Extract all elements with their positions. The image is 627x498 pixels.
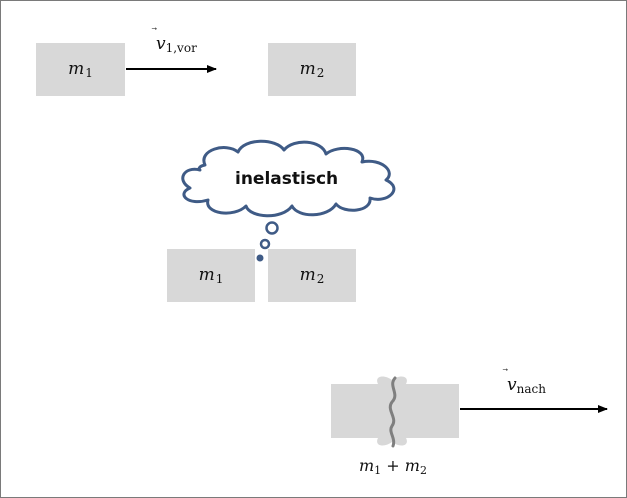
- velocity-label-before: ⃗v1,vor: [156, 34, 197, 55]
- mass-label-1-collision: m1: [198, 265, 224, 286]
- thought-cloud: [181, 139, 396, 218]
- seam-line: [388, 376, 397, 448]
- mass-block-2-collision: m2: [268, 249, 356, 302]
- mass-block-2-before: m2: [268, 43, 356, 96]
- thought-bubble-small: [256, 254, 264, 262]
- collision-type-label: inelastisch: [235, 169, 339, 189]
- mass-block-1-collision: m1: [167, 249, 255, 302]
- mass-label-1: m1: [68, 59, 93, 80]
- velocity-label-after: ⃗vnach: [507, 375, 546, 396]
- mass-label-2-collision: m2: [299, 265, 325, 286]
- mass-label-2: m2: [299, 59, 325, 80]
- mass-block-1-before: m1: [36, 43, 125, 96]
- combined-mass-label: m1 + m2: [359, 456, 427, 477]
- thought-bubble-medium: [259, 238, 271, 250]
- thought-bubble-large: [265, 221, 279, 235]
